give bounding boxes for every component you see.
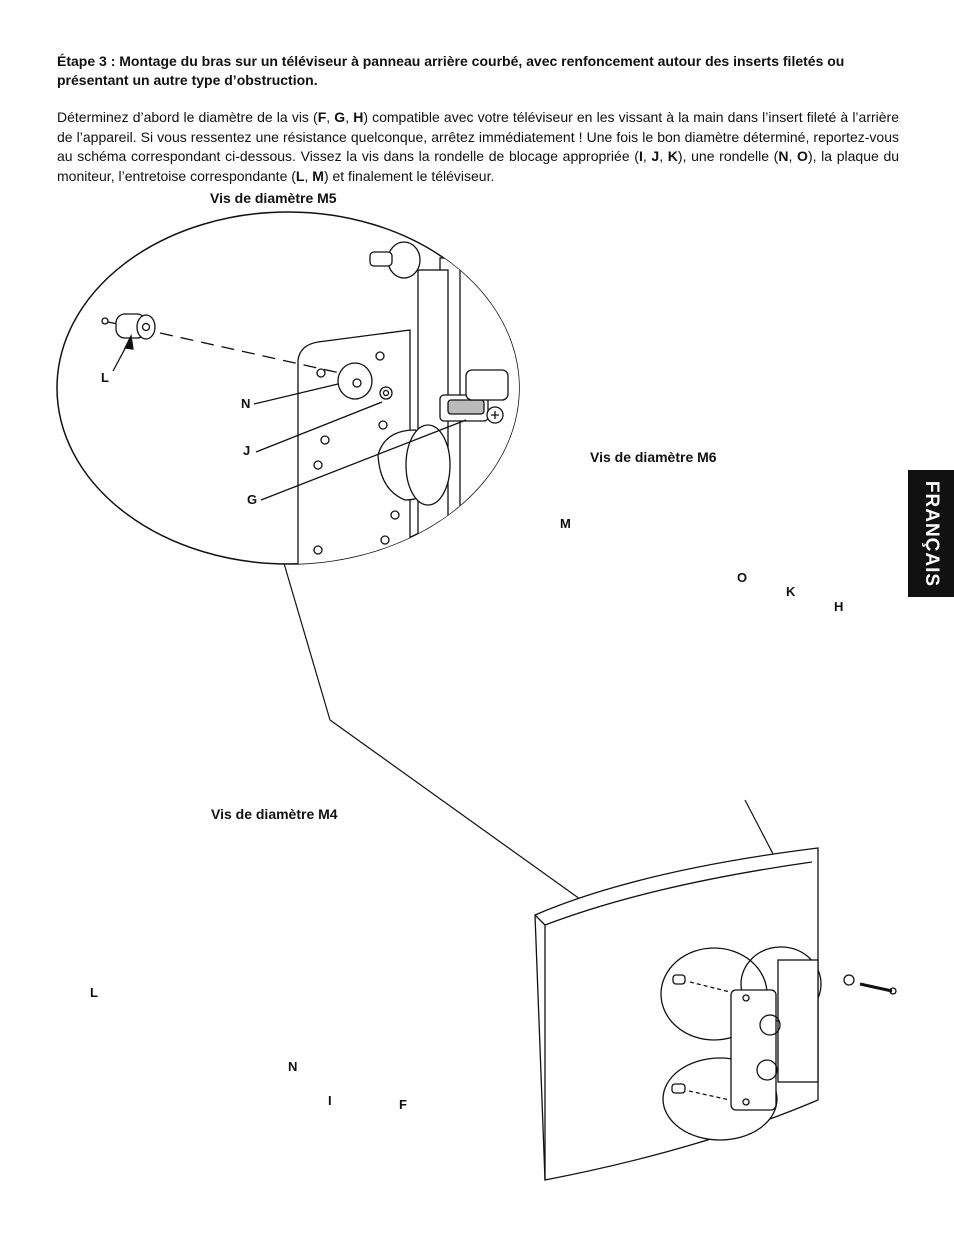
part-label-o: O bbox=[737, 570, 748, 585]
part-label-j: J bbox=[243, 443, 251, 458]
caption-m6: Vis de diamètre M6 bbox=[590, 449, 717, 465]
step-heading: Étape 3 : Montage du bras sur un télévis… bbox=[57, 53, 845, 88]
part-label-i: I bbox=[328, 1093, 332, 1108]
caption-m4: Vis de diamètre M4 bbox=[211, 806, 338, 822]
language-tab: FRANÇAIS bbox=[908, 470, 954, 597]
instructions-paragraph: Déterminez d’abord le diamètre de la vis… bbox=[57, 109, 900, 184]
tv-overview bbox=[534, 847, 897, 1181]
part-label-g: G bbox=[247, 492, 258, 507]
caption-m5: Vis de diamètre M5 bbox=[210, 190, 337, 206]
part-label-l-m4: L bbox=[90, 985, 98, 1000]
diagram-m5 bbox=[56, 211, 520, 565]
part-label-h: H bbox=[834, 599, 844, 614]
part-label-l: L bbox=[101, 370, 109, 385]
part-label-k: K bbox=[786, 584, 796, 599]
part-label-f: F bbox=[399, 1097, 407, 1112]
part-label-m: M bbox=[560, 516, 571, 531]
part-label-n: N bbox=[241, 396, 251, 411]
part-label-n-m4: N bbox=[288, 1059, 298, 1074]
